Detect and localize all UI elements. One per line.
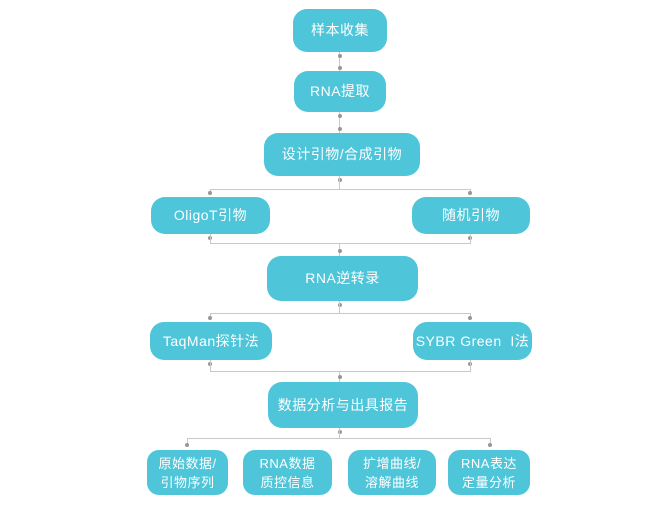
- node-rna-extraction: RNA提取: [294, 71, 386, 112]
- connector-line: [470, 234, 471, 243]
- connector-line: [187, 438, 188, 444]
- node-rna-extraction-label: RNA提取: [309, 83, 371, 99]
- connector-line: [210, 313, 471, 314]
- connector-dot: [468, 191, 472, 195]
- connector-line: [210, 234, 211, 243]
- connector-dot: [338, 375, 342, 379]
- connector-dot: [338, 178, 342, 182]
- connector-dot: [488, 443, 492, 447]
- connector-line: [187, 438, 490, 439]
- node-primer-design: 设计引物/合成引物: [264, 133, 420, 176]
- connector-line: [339, 112, 340, 133]
- connector-dot: [185, 443, 189, 447]
- node-amplification-curve: 扩增曲线/ 溶解曲线: [348, 450, 436, 495]
- node-analysis-report: 数据分析与出具报告: [268, 382, 418, 428]
- node-random-primer-label: 随机引物: [442, 207, 500, 223]
- connector-dot: [338, 114, 342, 118]
- connector-line: [470, 313, 471, 318]
- node-rna-qc-line2: 质控信息: [260, 474, 315, 490]
- connector-line: [210, 189, 471, 190]
- connector-line: [339, 301, 340, 313]
- node-sample-collection: 样本收集: [293, 9, 387, 52]
- connector-dot: [338, 127, 342, 131]
- connector-line: [210, 243, 471, 244]
- connector-line: [339, 52, 340, 71]
- connector-dot: [338, 54, 342, 58]
- connector-dot: [338, 430, 342, 434]
- node-taqman-method: TaqMan探针法: [150, 322, 272, 360]
- connector-line: [339, 428, 340, 438]
- connector-line: [339, 176, 340, 189]
- connector-line: [210, 371, 471, 372]
- node-analysis-report-label: 数据分析与出具报告: [277, 396, 409, 413]
- connector-dot: [338, 303, 342, 307]
- connector-dot: [338, 249, 342, 253]
- node-raw-data-line1: 原始数据/: [158, 455, 217, 471]
- node-rna-qc-line1: RNA数据: [259, 455, 316, 471]
- node-raw-data: 原始数据/ 引物序列: [147, 450, 228, 495]
- connector-dot: [208, 191, 212, 195]
- node-amplification-curve-line1: 扩增曲线/: [362, 455, 422, 471]
- node-oligot-primer-label: OligoT引物: [173, 207, 248, 223]
- node-rna-reverse-transcription-label: RNA逆转录: [305, 270, 380, 286]
- connector-dot: [338, 66, 342, 70]
- node-amplification-curve-line2: 溶解曲线: [364, 474, 419, 490]
- node-primer-design-label: 设计引物/合成引物: [281, 146, 403, 162]
- connector-line: [210, 313, 211, 318]
- node-rna-quantification: RNA表达 定量分析: [448, 450, 530, 495]
- node-sample-collection-label: 样本收集: [311, 22, 369, 38]
- node-raw-data-line2: 引物序列: [160, 474, 215, 490]
- node-taqman-method-label: TaqMan探针法: [162, 332, 260, 349]
- connector-line: [210, 360, 211, 371]
- node-sybr-method: SYBR Green I法: [413, 322, 532, 360]
- connector-line: [490, 438, 491, 444]
- connector-line: [470, 360, 471, 371]
- node-rna-quantification-line1: RNA表达: [461, 455, 517, 471]
- node-sybr-method-label: SYBR Green I法: [415, 332, 530, 349]
- node-random-primer: 随机引物: [412, 197, 530, 234]
- connector-dot: [468, 316, 472, 320]
- node-rna-reverse-transcription: RNA逆转录: [267, 256, 418, 301]
- connector-dot: [208, 316, 212, 320]
- node-rna-qc: RNA数据 质控信息: [243, 450, 332, 495]
- node-oligot-primer: OligoT引物: [151, 197, 270, 234]
- node-rna-quantification-line2: 定量分析: [461, 474, 516, 490]
